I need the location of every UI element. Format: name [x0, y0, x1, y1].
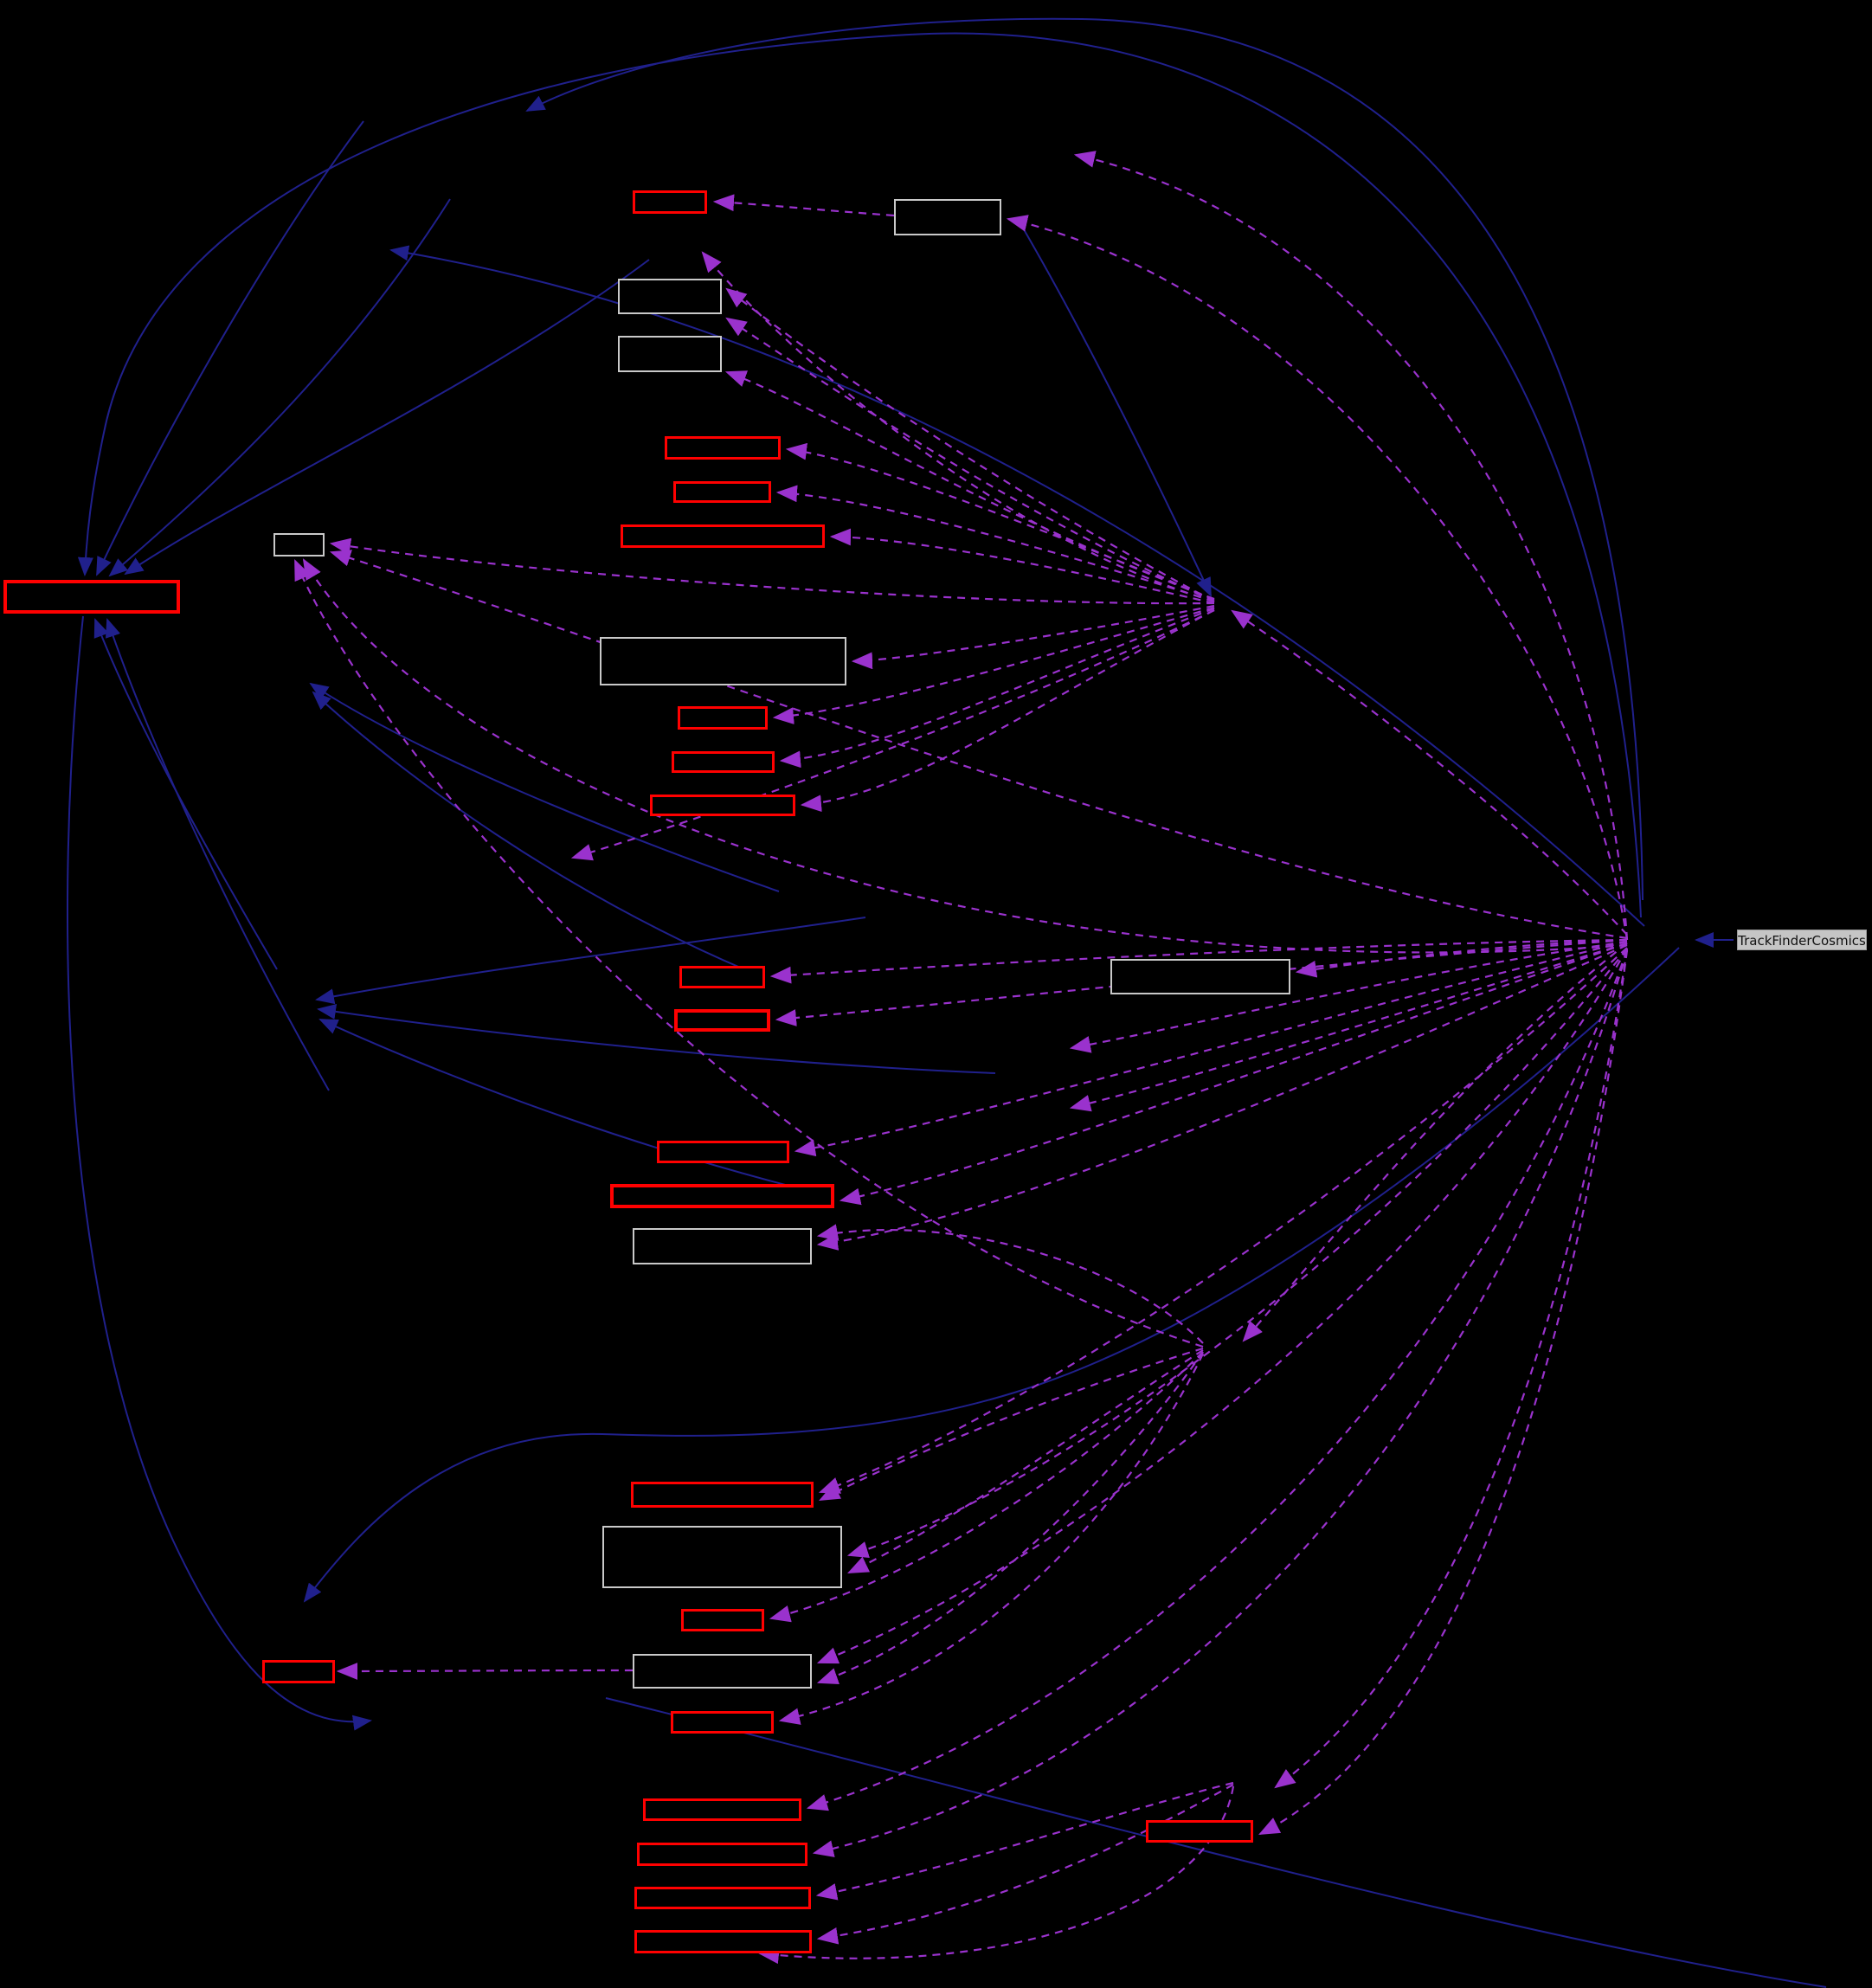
solid-edge — [389, 245, 1645, 927]
dashed-edge — [1242, 943, 1628, 1342]
dashed-edge — [829, 528, 1215, 605]
node-red-v[interactable] — [671, 1711, 774, 1734]
solid-edge — [77, 32, 1642, 918]
dashed-edge — [725, 287, 1215, 602]
dashed-edge — [712, 194, 895, 217]
solid-edge — [124, 259, 650, 576]
node-red-main[interactable] — [3, 580, 180, 614]
node-grey-topright[interactable] — [894, 199, 1001, 235]
solid-edge — [525, 17, 1644, 901]
node-grey-h[interactable] — [600, 637, 846, 685]
solid-edge — [67, 615, 372, 1731]
dashed-edge — [724, 370, 1215, 601]
node-red-g[interactable] — [621, 524, 825, 548]
dashed-edge — [1274, 948, 1629, 1789]
dashed-edge — [701, 251, 1215, 603]
solid-edge — [317, 1003, 996, 1074]
dashed-edge — [816, 1224, 1204, 1344]
node-red-x1[interactable] — [643, 1798, 801, 1821]
node-red-e[interactable] — [665, 436, 781, 460]
dashed-edge — [336, 1663, 634, 1680]
node-label-trackfindercosmics[interactable]: TrackFinderCosmics — [1737, 930, 1867, 950]
solid-edge — [309, 682, 780, 892]
dashed-edge — [302, 558, 1628, 954]
dashed-edge — [1069, 940, 1628, 1053]
node-red-o[interactable] — [657, 1141, 789, 1163]
dashed-edge — [816, 1351, 1204, 1685]
dashed-edge — [1231, 609, 1628, 936]
node-grey-small[interactable] — [273, 533, 325, 557]
node-red-y-right[interactable] — [1146, 1820, 1253, 1843]
dashed-edge — [800, 609, 1215, 813]
solid-edge — [312, 691, 745, 970]
dashed-edge — [1295, 938, 1628, 978]
dashed-edge — [785, 442, 1215, 602]
dashed-edge — [769, 938, 1628, 984]
dashed-edge — [816, 943, 1628, 1251]
dashed-edge — [819, 1347, 1204, 1502]
dashed-edge — [806, 949, 1629, 1811]
dashed-edge — [816, 1784, 1234, 1945]
node-red-top[interactable] — [633, 190, 707, 214]
dashed-edge — [769, 1351, 1204, 1623]
node-grey-l[interactable] — [1110, 959, 1290, 994]
dashed-edge — [812, 949, 1629, 1857]
dashed-edge — [1006, 215, 1629, 941]
node-grey-r[interactable] — [602, 1526, 842, 1588]
solid-edge — [105, 618, 330, 1091]
dashed-edge — [329, 550, 1628, 940]
dashed-edge — [725, 317, 1215, 603]
dashed-dependency-edges — [293, 151, 1629, 1965]
node-red-n[interactable] — [674, 1009, 770, 1032]
dashed-edge — [772, 606, 1215, 724]
node-red-k[interactable] — [650, 795, 795, 816]
node-red-s[interactable] — [681, 1609, 764, 1631]
node-grey-d[interactable] — [618, 336, 722, 372]
dashed-edge — [757, 1785, 1235, 1965]
node-red-t[interactable] — [631, 1482, 814, 1508]
dashed-edge — [847, 1349, 1204, 1573]
dashed-edge — [570, 609, 1215, 861]
dashed-edge — [1069, 942, 1628, 1112]
dashed-edge — [816, 948, 1628, 1664]
node-grey-c[interactable] — [618, 279, 722, 314]
dashed-edge — [293, 558, 1204, 1348]
dashed-edge — [846, 948, 1628, 1559]
dashed-edge — [775, 938, 1628, 1026]
node-grey-q[interactable] — [633, 1228, 812, 1264]
solid-edge — [315, 917, 866, 1005]
node-red-f[interactable] — [673, 481, 771, 503]
solid-include-edges — [67, 17, 1827, 1988]
solid-edge — [303, 947, 1680, 1603]
node-red-j[interactable] — [672, 751, 775, 773]
solid-edge — [1020, 224, 1212, 597]
solid-edge — [605, 1697, 1827, 1988]
solid-edge — [96, 120, 364, 576]
dashed-edge — [779, 607, 1215, 769]
node-red-x3[interactable] — [634, 1887, 811, 1909]
node-red-x2[interactable] — [637, 1843, 807, 1866]
node-grey-u[interactable] — [633, 1654, 812, 1689]
solid-edge — [108, 198, 451, 577]
dashed-edge — [1073, 151, 1629, 941]
dashed-edge — [839, 942, 1628, 1206]
dashed-edge — [794, 940, 1628, 1157]
node-red-w-left[interactable] — [262, 1660, 335, 1683]
node-red-p[interactable] — [610, 1184, 834, 1208]
node-red-i[interactable] — [678, 706, 768, 730]
solid-edge — [93, 618, 278, 970]
node-red-m[interactable] — [679, 966, 765, 988]
node-red-x4[interactable] — [634, 1930, 812, 1953]
solid-edge — [318, 1019, 823, 1195]
dashed-edge — [851, 604, 1215, 670]
dashed-edge — [1258, 949, 1629, 1836]
dashed-edge — [329, 537, 1215, 605]
dashed-edge — [818, 947, 1628, 1494]
dashed-edge — [775, 485, 1215, 603]
